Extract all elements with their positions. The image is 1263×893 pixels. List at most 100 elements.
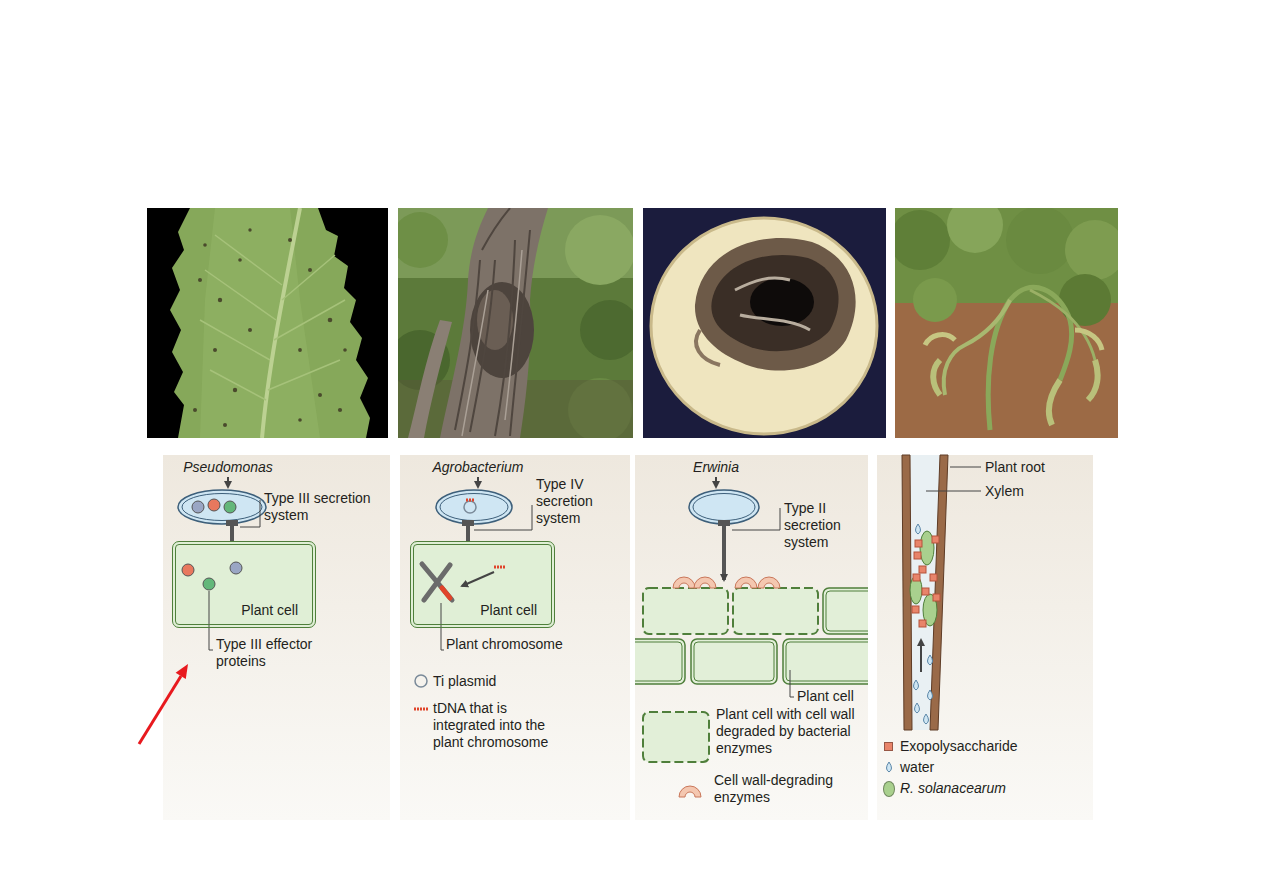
legend-text: R. solanacearum <box>900 780 1080 797</box>
erwinia-sketch-part-part <box>673 577 695 588</box>
leaf-photo-part-part <box>343 348 347 352</box>
vine-photo-part <box>440 208 548 438</box>
erwinia-sketch-part <box>689 490 759 524</box>
xylem-sketch-part-part <box>919 566 926 573</box>
erwinia-sketch-part-part <box>735 577 757 588</box>
panel-ground <box>163 455 1093 820</box>
vine-photo-part <box>565 215 633 285</box>
xylem-sketch-part <box>930 455 948 730</box>
secretion-label: Type IV secretion system <box>536 476 616 527</box>
panel-ground-part <box>163 455 390 820</box>
agrobacterium-sketch-part <box>414 708 428 711</box>
leaf-photo-part <box>200 235 345 400</box>
pseudomonas-sketch-part <box>178 490 266 524</box>
agrobacterium-sketch-part <box>466 499 474 502</box>
chromosome-label: Plant chromosome <box>446 636 586 653</box>
agrobacterium-sketch-part <box>494 566 506 569</box>
erwinia-sketch-part-part <box>826 591 868 631</box>
erwinia-sketch-part <box>635 588 868 684</box>
erwinia-sketch-part-part <box>758 577 780 588</box>
agrobacterium-sketch-part <box>436 490 512 524</box>
erwinia-sketch-part-part <box>786 642 868 681</box>
erwinia-sketch-part <box>673 577 780 797</box>
erwinia-sketch-part-part <box>733 588 818 634</box>
xylem-sketch-part-part <box>914 680 919 690</box>
pseudomonas-sketch-part <box>224 501 236 513</box>
agrobacterium-sketch-part <box>442 588 450 598</box>
wilt-photo-part <box>895 210 950 270</box>
leaf-photo-part-part <box>298 418 302 422</box>
erwinia-sketch-part-part <box>694 577 716 588</box>
erwinia-sketch-part <box>732 508 780 530</box>
secretion-label: Type II secretion system <box>784 500 864 551</box>
potato-photo-part <box>696 330 720 365</box>
erwinia-sketch-part <box>790 670 794 697</box>
leaf-photo-part-part <box>198 278 202 282</box>
xylem-sketch-part-part <box>928 690 933 700</box>
wilt-photo-part <box>944 300 1010 395</box>
agrobacterium-sketch-part <box>462 520 474 526</box>
cell-label: Plant cell <box>241 602 298 619</box>
wilt-photo-part <box>925 330 1102 350</box>
pseudomonas-sketch-part <box>227 477 229 487</box>
xylem-sketch-part-part <box>928 655 933 665</box>
agrobacterium-sketch-part <box>464 501 476 513</box>
legend-text: Ti plasmid <box>433 673 583 690</box>
pseudomonas-sketch-part <box>226 520 238 526</box>
xylem-sketch-part-part <box>924 714 929 724</box>
pseudomonas-sketch-part <box>203 578 215 590</box>
cell-label: Plant cell <box>797 688 865 705</box>
potato-photo-part <box>643 208 886 438</box>
xylem-sketch-part <box>887 524 933 772</box>
genus-name: Pseudomonas <box>178 459 278 476</box>
legend-text: tDNA that is integrated into the plant c… <box>433 700 573 751</box>
leaf-photo-part <box>262 208 300 438</box>
xylem-sketch <box>887 455 982 772</box>
xylem-sketch-part <box>912 536 940 627</box>
vine-photo-part <box>462 250 522 436</box>
pseudomonas-sketch-part <box>209 591 213 650</box>
xylem-label: Xylem <box>985 483 1085 500</box>
potato-photo-part <box>735 278 810 330</box>
pseudomonas-sketch-part <box>240 500 260 527</box>
leaf-photo-part-part <box>223 423 227 427</box>
root-label: Plant root <box>985 459 1085 476</box>
vine-photo-part <box>455 208 530 436</box>
vine-photo-part <box>408 320 452 438</box>
effector-label: Type III effector proteins <box>216 636 336 670</box>
vine-photo-part <box>580 300 633 360</box>
xylem-sketch-part-part <box>932 536 939 543</box>
wilt-photo-part <box>1065 220 1118 280</box>
agrobacterium-sketch-part <box>477 477 479 487</box>
erwinia-sketch-part <box>643 712 709 762</box>
potato-photo-part <box>711 255 838 351</box>
xylem-sketch-part-part <box>912 606 919 613</box>
leaf-photo-part-part <box>193 408 197 412</box>
leaf-photo-part-part <box>288 238 292 242</box>
wilt-photo-part <box>947 208 1003 253</box>
xylem-sketch-part-part <box>887 762 892 772</box>
erwinia-sketch-part-part <box>783 639 868 684</box>
genus-name: Erwinia <box>676 459 756 476</box>
plant-cell: Plant cell <box>172 541 316 628</box>
leaf-photo-part-part <box>213 348 217 352</box>
wilt-photo-part <box>1030 290 1095 360</box>
leaf-photo-part <box>193 228 347 427</box>
leaf-photo-part-part <box>318 393 322 397</box>
wilt-photo-part <box>913 278 957 322</box>
agrobacterium-sketch-part <box>440 494 508 521</box>
leaf-photo-part <box>147 208 388 438</box>
xylem-sketch-part-part <box>914 552 921 559</box>
secretion-label: Type III secretion system <box>264 490 376 524</box>
pseudomonas-sketch-part <box>192 501 204 513</box>
wilt-photo-part <box>1006 208 1074 274</box>
pseudomonas-sketch-part <box>230 562 242 574</box>
potato-photo-part <box>695 238 856 371</box>
erwinia-sketch-part-part <box>694 642 774 681</box>
leaf-photo-part <box>170 208 370 438</box>
xylem-sketch-part-part <box>913 574 920 581</box>
leaf-photo-part-part <box>298 348 302 352</box>
agrobacterium-sketch-part <box>462 572 494 586</box>
legend-text: Cell wall-degrading enzymes <box>714 772 864 806</box>
erwinia-sketch-part-part <box>635 642 682 681</box>
